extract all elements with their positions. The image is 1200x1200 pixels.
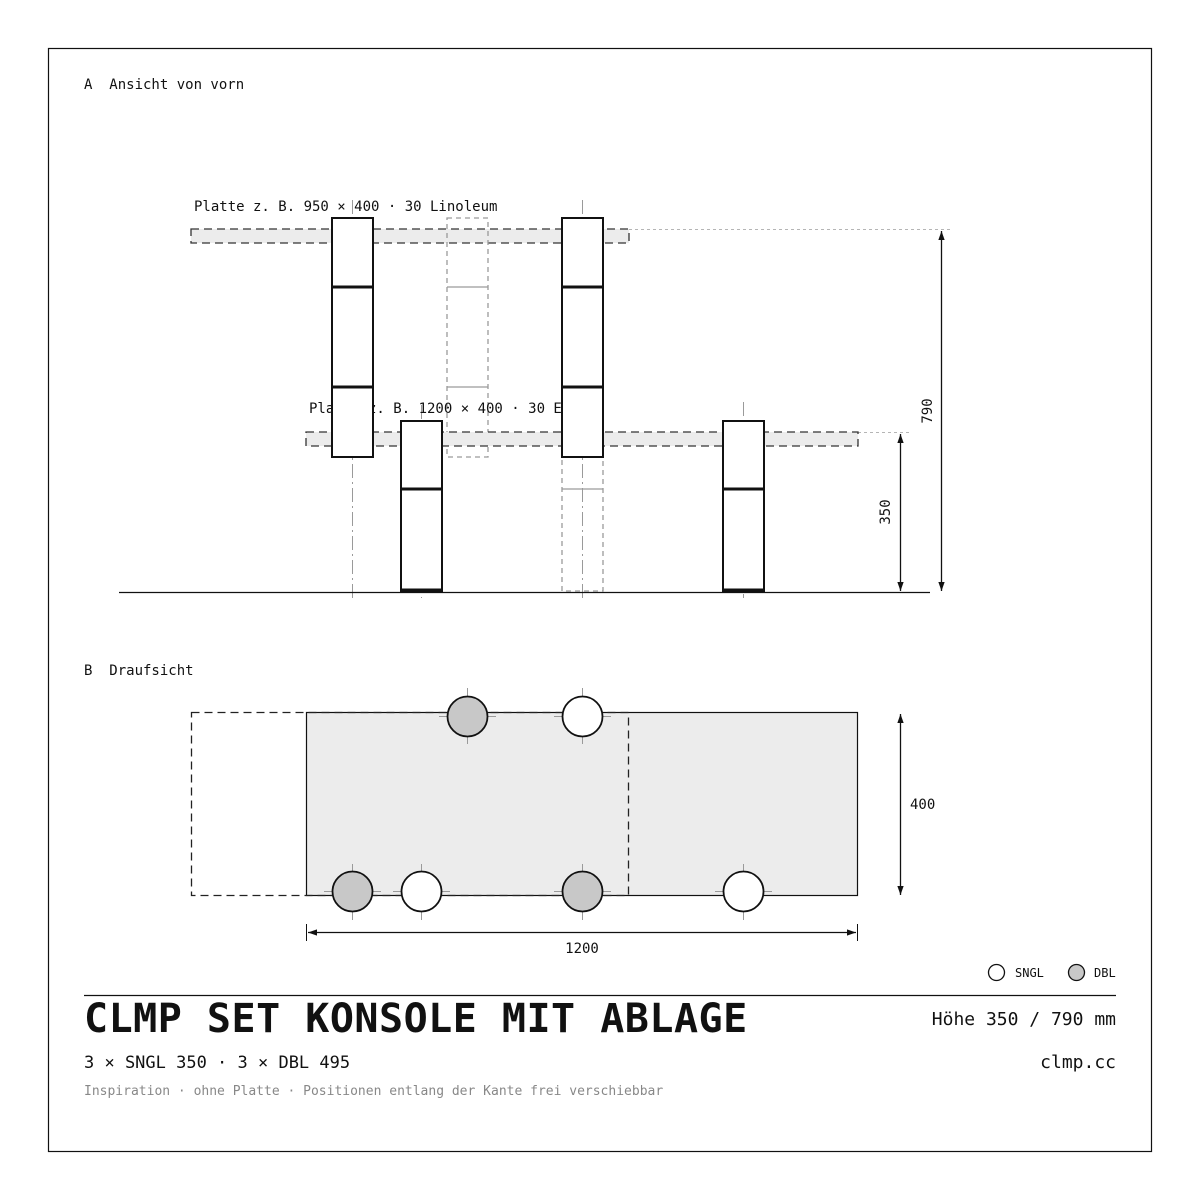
sngl-column-plan — [400, 870, 443, 913]
sngl-column-left — [400, 420, 443, 592]
upper-shelf-slab — [190, 228, 630, 244]
lower-shelf-label: Platte z. B. 1200 × 400 · 30 Eiche — [309, 401, 596, 417]
legend-sngl-swatch — [987, 963, 1006, 982]
hidden-dbl-column — [446, 217, 489, 458]
dbl-column-right — [561, 217, 604, 458]
view-a-label: A Ansicht von vorn — [84, 77, 244, 93]
sngl-column-plan — [722, 870, 765, 913]
upper-shelf-label: Platte z. B. 950 × 400 · 30 Linoleum — [194, 199, 497, 215]
dbl-column-left — [331, 217, 374, 458]
legend: SNGL DBL — [987, 963, 1116, 982]
dimension-350-label: 350 — [878, 499, 894, 524]
legend-dbl-swatch — [1067, 963, 1086, 982]
dimension-1200-label: 1200 — [565, 941, 599, 957]
height-spec: Höhe 350 / 790 mm — [932, 1009, 1116, 1030]
component-list: 3 × SNGL 350 · 3 × DBL 495 — [84, 1053, 350, 1073]
sngl-column-right — [722, 420, 765, 592]
website-link[interactable]: clmp.cc — [1040, 1052, 1116, 1073]
dimension-400-label: 400 — [910, 797, 935, 813]
sngl-column-plan — [561, 695, 604, 738]
front-view: A Ansicht von vorn Platte z. B. 950 × 40… — [84, 77, 952, 598]
dbl-column-plan — [446, 695, 489, 738]
legend-sngl-label: SNGL — [1015, 966, 1044, 980]
dbl-column-plan — [561, 870, 604, 913]
footnote: Inspiration · ohne Platte · Positionen e… — [84, 1084, 663, 1099]
dbl-column-plan — [331, 870, 374, 913]
dimension-790-label: 790 — [920, 398, 936, 423]
top-view: B Draufsicht 400 — [84, 663, 935, 957]
title-block: CLMP SET KONSOLE MIT ABLAGE Höhe 350 / 7… — [84, 994, 1116, 1099]
legend-dbl-label: DBL — [1094, 966, 1116, 980]
view-b-label: B Draufsicht — [84, 663, 194, 679]
product-title: CLMP SET KONSOLE MIT ABLAGE — [84, 996, 748, 1042]
